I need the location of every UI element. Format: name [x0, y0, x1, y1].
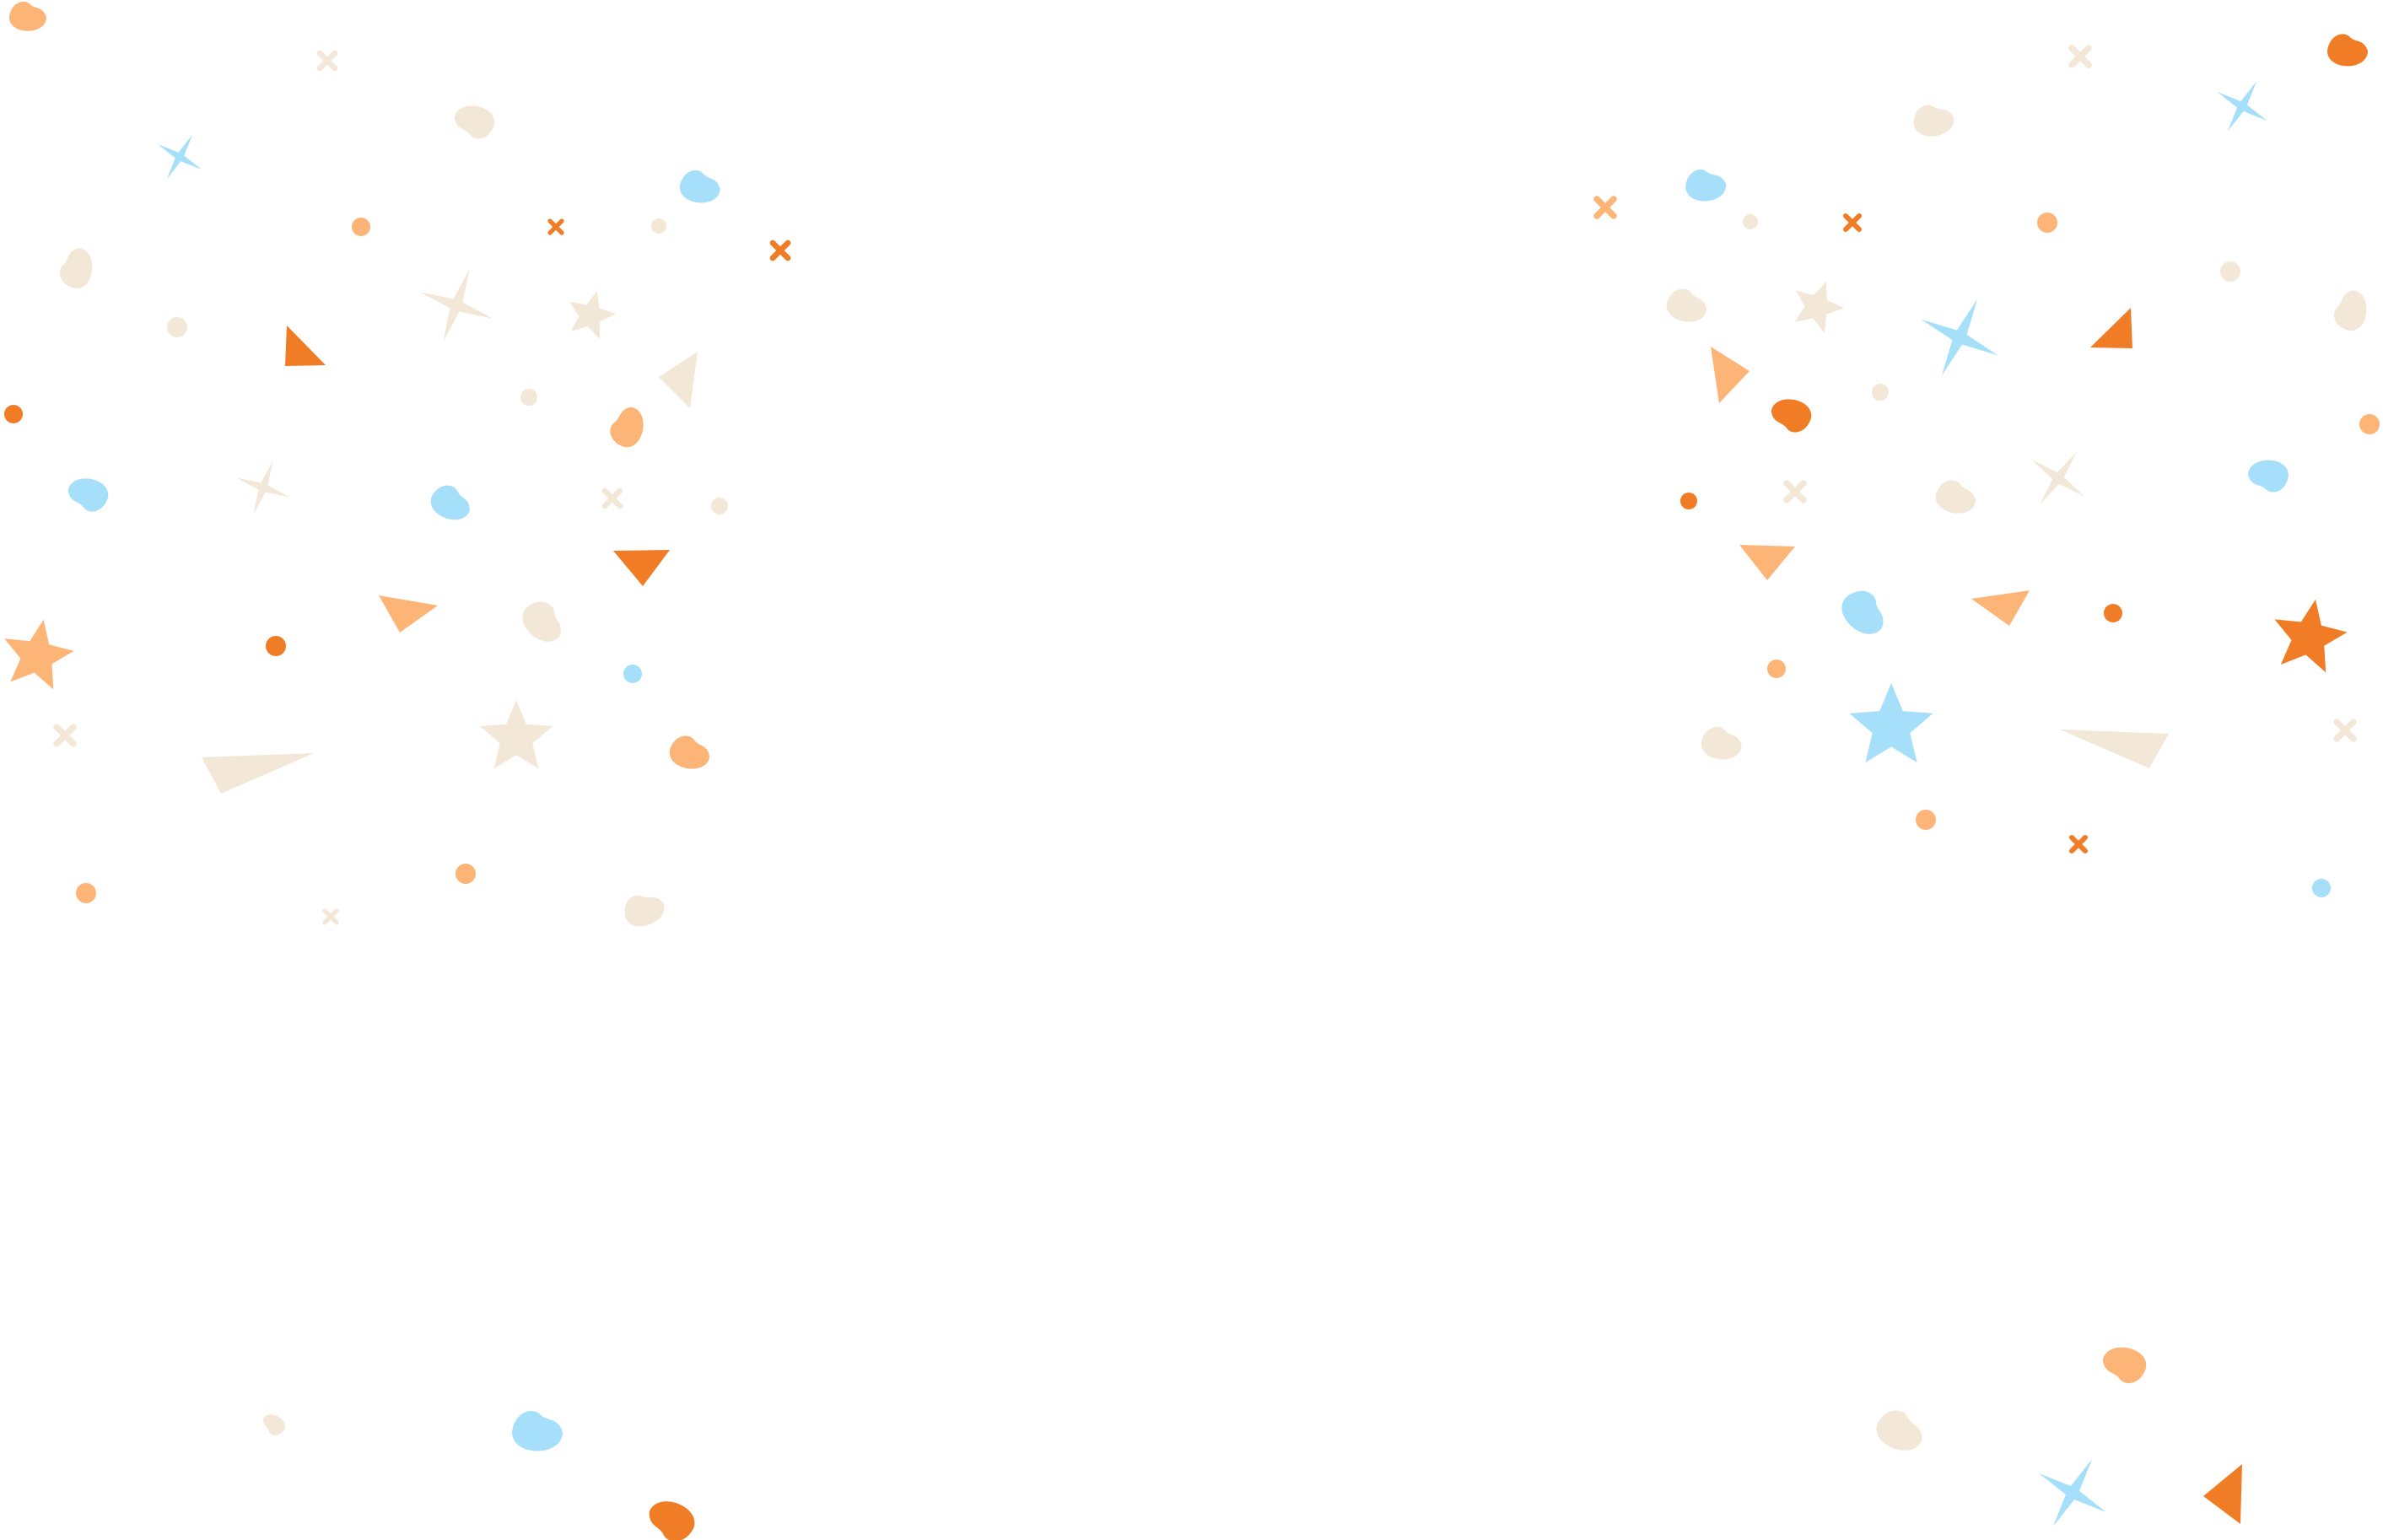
confetti-triangle [1739, 545, 1795, 580]
confetti-cross [316, 50, 338, 72]
confetti-petal [1771, 399, 1812, 433]
confetti-dot [1916, 810, 1936, 830]
confetti-dot [352, 218, 370, 236]
confetti-dot [2312, 879, 2331, 897]
confetti-petal [454, 105, 495, 139]
confetti-triangle [2060, 730, 2169, 768]
confetti-petal [1913, 105, 1954, 137]
confetti-dot [1743, 214, 1758, 229]
confetti-star [4, 619, 74, 690]
confetti-dot [623, 665, 642, 683]
confetti-cross [53, 724, 77, 747]
confetti-triangle [202, 753, 314, 794]
confetti-sparkle [2217, 81, 2267, 132]
confetti-cross [2333, 719, 2357, 742]
confetti-sparkle [1921, 299, 1998, 376]
confetti-petal [9, 1, 46, 31]
confetti-dot [520, 389, 537, 406]
confetti-petal [1685, 169, 1727, 202]
confetti-dot [4, 405, 23, 423]
confetti-petal [1876, 1410, 1922, 1451]
confetti-petal [669, 735, 710, 769]
confetti-triangle [613, 550, 670, 586]
confetti-triangle [659, 352, 698, 408]
confetti-sparkle [2031, 451, 2085, 505]
confetti-dot [2359, 414, 2380, 434]
confetti-petal [67, 478, 109, 512]
confetti-petal [263, 1414, 286, 1435]
confetti-star [569, 291, 616, 339]
confetti-petal [522, 601, 561, 642]
confetti-dot [1872, 384, 1889, 401]
confetti-dot [2037, 213, 2057, 233]
confetti-petal [1666, 288, 1707, 322]
confetti-cross [1783, 480, 1807, 503]
confetti-cross [1843, 213, 1862, 232]
confetti-petal [1841, 590, 1884, 634]
confetti-petal [1701, 727, 1742, 760]
confetti-cross [1593, 196, 1617, 219]
confetti-dot [266, 636, 286, 656]
confetti-petal [2102, 1347, 2147, 1384]
confetti-dot [2104, 604, 2122, 622]
confetti-dot [1767, 660, 1786, 678]
confetti-petal [2248, 460, 2289, 493]
confetti-dot [651, 218, 666, 234]
confetti-petal [649, 1501, 695, 1540]
confetti-petal [512, 1411, 563, 1451]
confetti-petal [430, 485, 470, 520]
confetti-petal [60, 248, 93, 289]
confetti-sparkle [2039, 1459, 2106, 1527]
confetti-triangle [1711, 347, 1750, 403]
confetti-sparkle [158, 135, 202, 179]
confetti-triangle [1971, 590, 2030, 626]
confetti-dot [1680, 493, 1697, 509]
confetti-petal [610, 407, 644, 448]
confetti-petal [2327, 34, 2368, 67]
confetti-petal [2334, 290, 2367, 331]
confetti-cross [769, 240, 791, 261]
confetti-cross [2069, 835, 2088, 853]
confetti-sparkle [236, 460, 290, 514]
confetti-petal [1935, 480, 1976, 514]
confetti-cross [322, 908, 339, 925]
confetti-star [1849, 683, 1933, 763]
confetti-triangle [2203, 1464, 2242, 1524]
confetti-cross [601, 487, 623, 509]
confetti-sparkle [419, 268, 493, 342]
confetti-cross [547, 218, 564, 235]
confetti-star [1794, 281, 1844, 333]
confetti-triangle [379, 595, 438, 633]
confetti-petal [624, 895, 665, 927]
confetti-petal [679, 170, 720, 203]
confetti-triangle [2090, 308, 2132, 348]
confetti-dot [711, 498, 728, 514]
confetti-star [480, 700, 553, 769]
confetti-cross [2068, 45, 2092, 68]
confetti-triangle [285, 326, 326, 366]
confetti-star [2274, 599, 2348, 673]
confetti-dot [2220, 261, 2240, 282]
confetti-dot [456, 864, 476, 884]
confetti-dot [76, 883, 96, 903]
confetti-dot [167, 317, 187, 337]
